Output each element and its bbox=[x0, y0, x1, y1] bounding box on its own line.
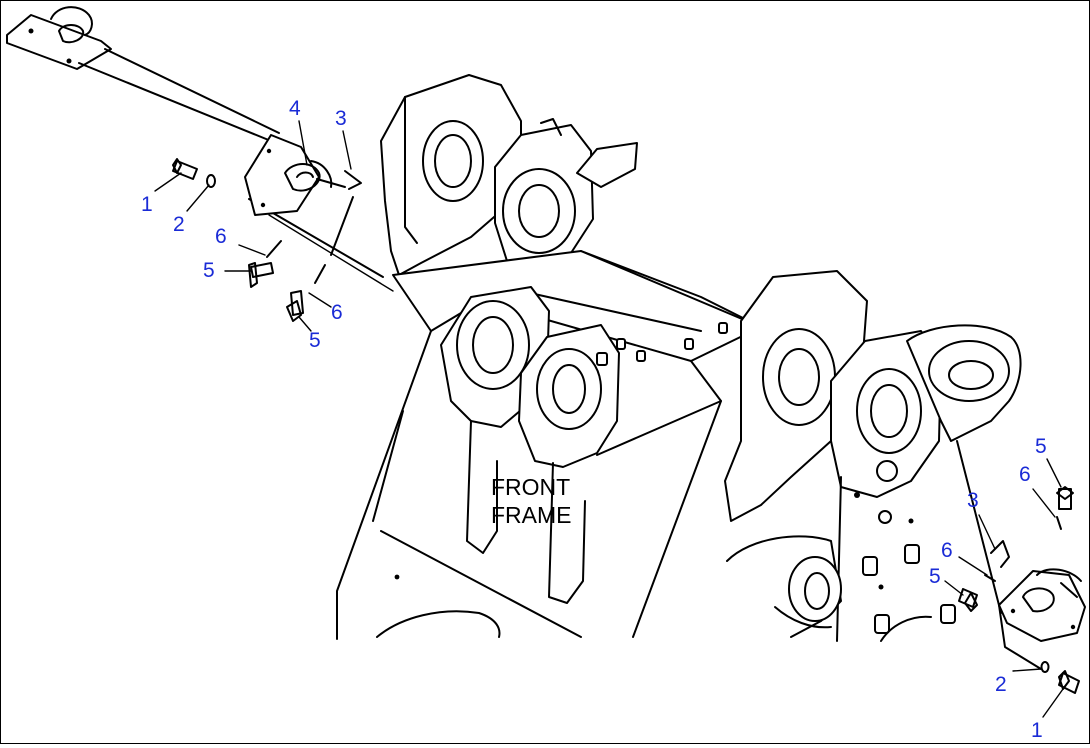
rear-articulation-tower bbox=[724, 270, 1022, 642]
left-connector-plate bbox=[244, 134, 346, 216]
callout-2-right: 2 bbox=[995, 673, 1007, 696]
callout-6-right-a: 6 bbox=[1019, 463, 1031, 486]
callout-5-left-b: 5 bbox=[309, 329, 321, 352]
left-callouts: 1 2 3 4 6 5 6 5 bbox=[141, 97, 352, 352]
right-bolt-5b bbox=[1056, 486, 1074, 510]
callout-6-right-b: 6 bbox=[941, 539, 953, 562]
callout-2-left: 2 bbox=[173, 213, 185, 236]
right-bolt-1 bbox=[1058, 670, 1080, 694]
callout-5-right-a: 5 bbox=[1035, 435, 1047, 458]
left-tie-6 bbox=[266, 196, 354, 284]
right-callouts: 5 6 3 6 5 2 1 bbox=[929, 435, 1064, 742]
left-bolt-1 bbox=[172, 158, 198, 180]
left-washer-2 bbox=[206, 174, 216, 188]
right-tie-6 bbox=[984, 516, 1062, 582]
front-frame-label-line2: FRAME bbox=[491, 502, 572, 528]
callout-4-left: 4 bbox=[289, 97, 301, 120]
front-frame-label-line1: FRONT bbox=[491, 474, 570, 500]
callout-1-right: 1 bbox=[1031, 719, 1043, 742]
left-bolt-5a bbox=[248, 262, 274, 288]
callout-5-right-b: 5 bbox=[929, 565, 941, 588]
right-clip-3 bbox=[990, 540, 1010, 568]
right-connector-plate bbox=[998, 568, 1086, 670]
front-frame-structure bbox=[336, 74, 762, 640]
callout-3-left: 3 bbox=[335, 107, 347, 130]
callout-6-left-a: 6 bbox=[215, 225, 227, 248]
right-bolt-5a bbox=[958, 588, 978, 612]
left-bolt-5b bbox=[286, 290, 304, 322]
harness-strap bbox=[78, 48, 394, 292]
top-left-connector-bracket bbox=[6, 6, 112, 70]
right-washer-2 bbox=[1040, 661, 1050, 673]
callout-6-left-b: 6 bbox=[331, 301, 343, 324]
callout-1-left: 1 bbox=[141, 193, 153, 216]
left-clip-3 bbox=[344, 170, 362, 190]
callout-3-right: 3 bbox=[967, 489, 979, 512]
callout-5-left-a: 5 bbox=[203, 259, 215, 282]
